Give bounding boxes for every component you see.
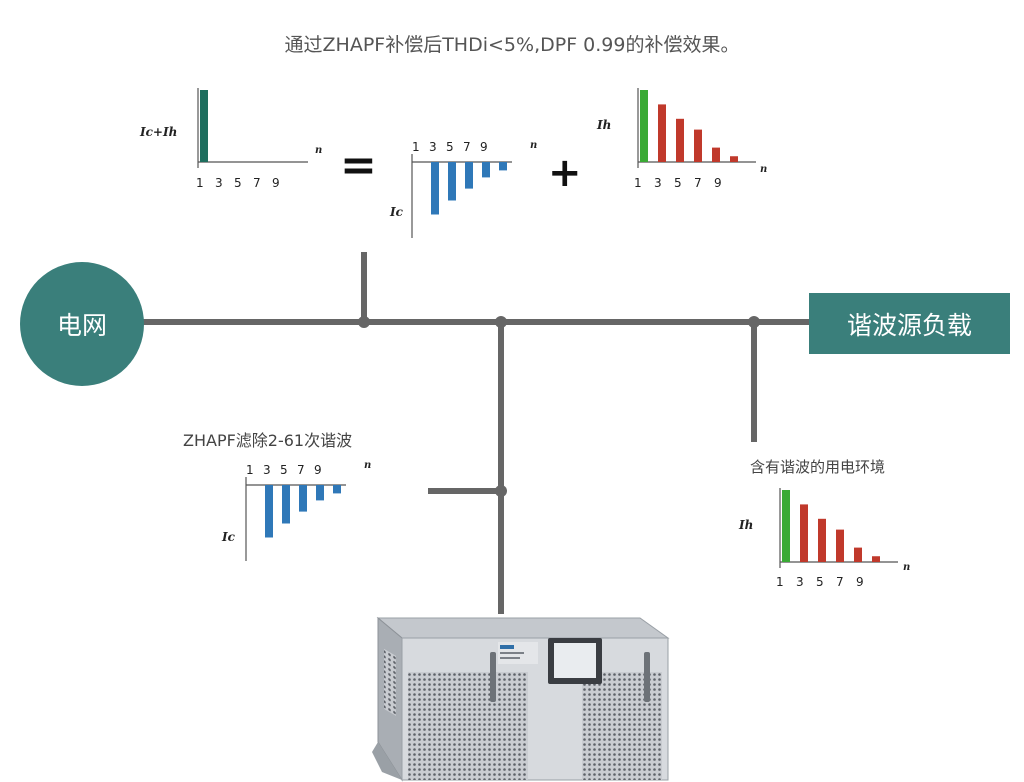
bar-ih-2 <box>658 104 666 162</box>
chart-ic-filter <box>245 477 346 561</box>
bar-ic-6 <box>499 162 507 171</box>
bar-ic-3 <box>448 162 456 201</box>
chart4-ylabel: Ic <box>222 530 235 544</box>
harmonic-tick-label: 9 <box>480 140 488 154</box>
harmonic-tick-label: 1 <box>412 140 420 154</box>
measure-branch-line <box>361 252 367 322</box>
bar-ic-2 <box>431 162 439 215</box>
harmonic-tick-label: 3 <box>654 176 662 190</box>
harmonic-tick-label: 5 <box>280 463 288 477</box>
bar-ic-4 <box>465 162 473 189</box>
bar-ic-5 <box>316 485 324 501</box>
harmonic-tick-label: 3 <box>263 463 271 477</box>
harmonic-tick-label: 1 <box>776 575 784 589</box>
chart2-ylabel: Ic <box>390 205 403 219</box>
equals-sign: = <box>340 140 377 191</box>
harmonic-tick-label: 7 <box>297 463 305 477</box>
bar-ih-5 <box>712 147 720 162</box>
harmonic-tick-label: 5 <box>234 176 242 190</box>
harmonic-tick-label: 9 <box>272 176 280 190</box>
filter-stub-line <box>428 488 500 494</box>
page-title: 通过ZHAPF补偿后THDi<5%,DPF 0.99的补偿效果。 <box>284 34 740 56</box>
bar-ih-4 <box>836 529 844 562</box>
harmonic-tick-label: 7 <box>836 575 844 589</box>
harmonic-tick-label: 3 <box>796 575 804 589</box>
bar-ih-5 <box>854 547 862 562</box>
harmonic-tick-label: 5 <box>446 140 454 154</box>
harmonic-tick-label: 9 <box>314 463 322 477</box>
chart3-ylabel: Ih <box>597 118 612 132</box>
bar-ic-2 <box>265 485 273 538</box>
bar-ih-4 <box>694 129 702 162</box>
chart4-n-symbol: n <box>364 460 372 471</box>
filter-label: ZHAPF滤除2-61次谐波 <box>183 431 353 450</box>
bar-ih-1 <box>640 90 648 162</box>
harmonic-tick-label: 3 <box>429 140 437 154</box>
chart-ih-top <box>637 88 756 168</box>
zhapf-device-image <box>372 616 670 782</box>
bar-ic-ih-1 <box>200 90 208 162</box>
chart1-ylabel: Ic+Ih <box>140 125 178 139</box>
harmonic-tick-label: 1 <box>634 176 642 190</box>
harmonic-tick-label: 7 <box>463 140 471 154</box>
junction-dot <box>495 485 507 497</box>
grid-node: 电网 <box>20 262 144 386</box>
harmonic-tick-label: 5 <box>674 176 682 190</box>
chart1-n-symbol: n <box>315 145 323 156</box>
harmonic-tick-label: 5 <box>816 575 824 589</box>
harmonic-load-node: 谐波源负载 <box>809 293 1010 354</box>
harmonic-tick-label: 7 <box>694 176 702 190</box>
plus-sign: + <box>548 150 582 196</box>
bar-ih-6 <box>730 156 738 162</box>
chart3-n-symbol: n <box>760 164 768 175</box>
bar-ic-3 <box>282 485 290 524</box>
harmonic-tick-label: 1 <box>196 176 204 190</box>
grid-label: 电网 <box>56 311 107 340</box>
bar-ic-5 <box>482 162 490 178</box>
load-environment-label: 含有谐波的用电环境 <box>750 458 886 476</box>
chart5-n-symbol: n <box>903 562 911 573</box>
harmonic-tick-label: 3 <box>215 176 223 190</box>
bar-ih-3 <box>676 118 684 162</box>
harmonic-load-label: 谐波源负载 <box>846 310 972 340</box>
bar-ih-6 <box>872 556 880 562</box>
junction-dot <box>495 316 507 328</box>
chart5-ylabel: Ih <box>739 518 754 532</box>
harmonic-tick-label: 9 <box>856 575 864 589</box>
junction-dot <box>748 316 760 328</box>
harmonic-tick-label: 7 <box>253 176 261 190</box>
bar-ih-2 <box>800 504 808 562</box>
harmonic-tick-label: 9 <box>714 176 722 190</box>
chart-ic-top <box>411 154 512 238</box>
bar-ih-1 <box>782 490 790 562</box>
load-branch-line <box>751 322 757 442</box>
bar-ih-3 <box>818 518 826 562</box>
chart-ic-ih <box>197 88 308 168</box>
main-bus-line <box>140 319 812 325</box>
harmonic-tick-label: 1 <box>246 463 254 477</box>
bar-ic-4 <box>299 485 307 512</box>
chart2-n-symbol: n <box>530 140 538 151</box>
junction-dot <box>358 316 370 328</box>
chart-ih-load <box>779 488 898 568</box>
bar-ic-6 <box>333 485 341 494</box>
filter-branch-line <box>498 322 504 614</box>
